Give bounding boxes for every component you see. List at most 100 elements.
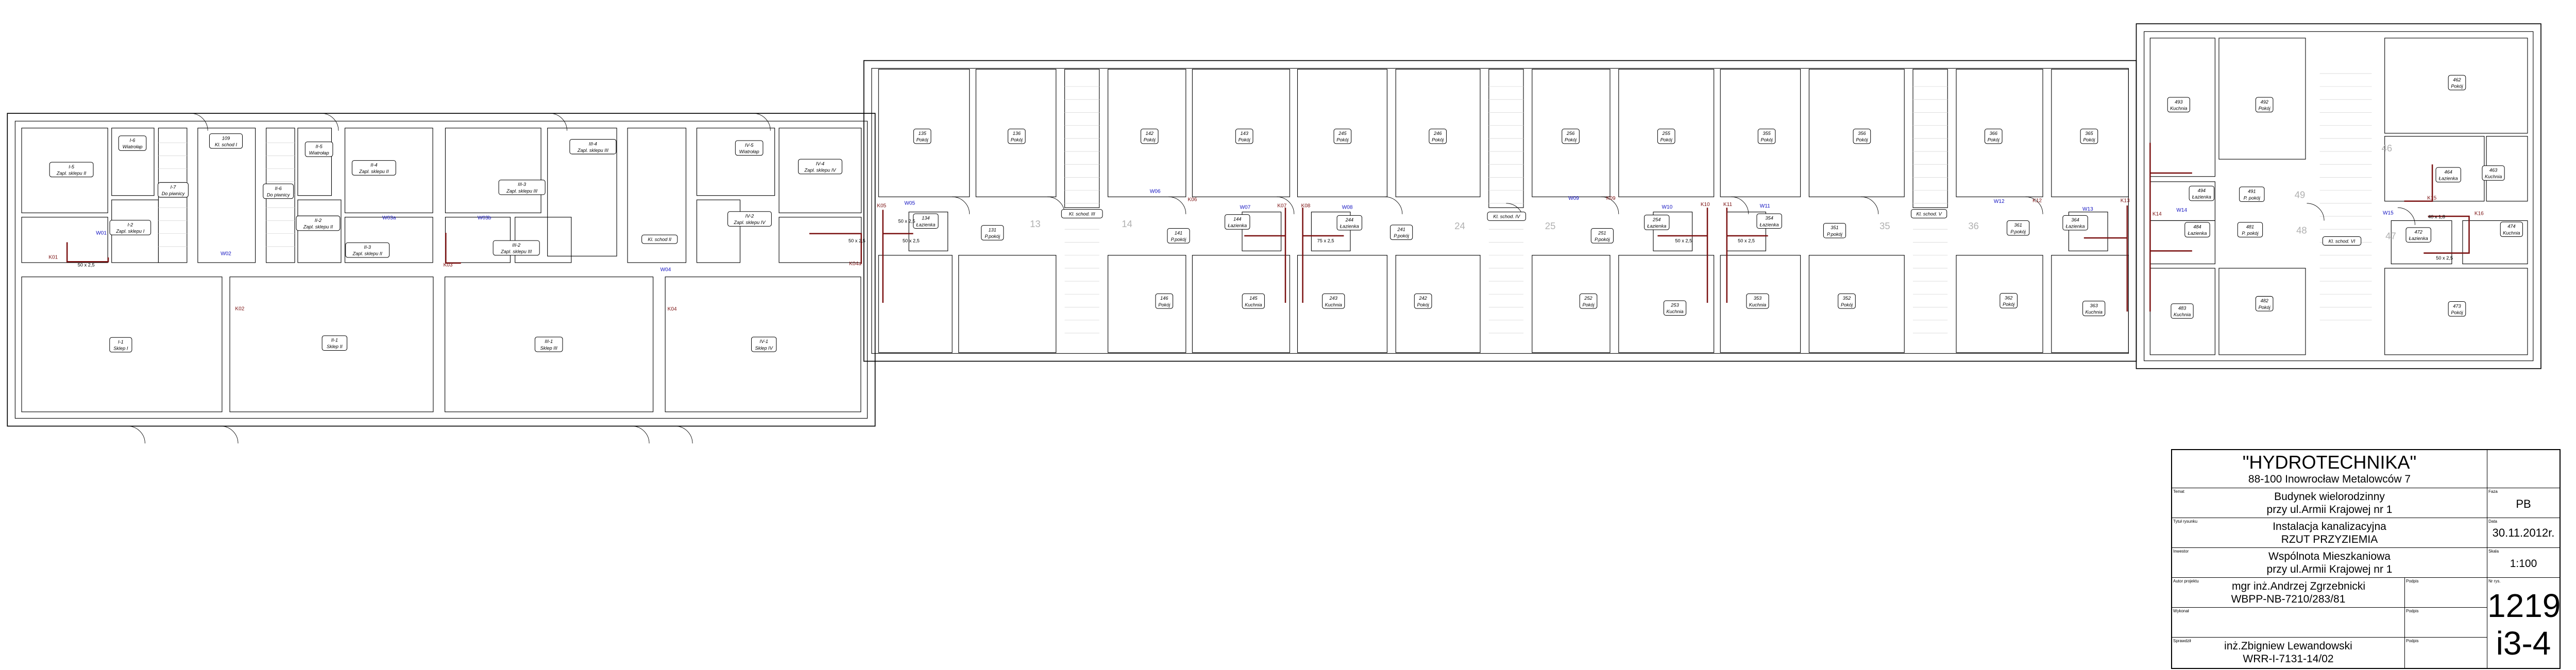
- room-name: Zapl. sklepu III: [500, 249, 532, 254]
- room-name: Pokój: [1239, 138, 1251, 143]
- room-name: Łazienka: [916, 222, 935, 227]
- room-number: II-6: [275, 186, 282, 191]
- room-number: 364: [2071, 217, 2079, 222]
- room-outline: [547, 128, 617, 256]
- sewer-pipe: [809, 233, 862, 264]
- water-point-label: W01: [96, 230, 107, 236]
- room-label-frame: [2080, 128, 2098, 144]
- room-number: III-2: [512, 243, 520, 248]
- room-outline: [1720, 255, 1801, 353]
- water-point-label: W04: [660, 267, 671, 273]
- door-swing: [321, 113, 339, 131]
- room-name: Sklep IV: [755, 346, 773, 351]
- left-block-outer-wall: [7, 113, 876, 427]
- room-outline: [1107, 68, 1187, 197]
- room-name: Pokój: [1158, 302, 1171, 307]
- room-label-frame: [2482, 165, 2505, 181]
- room-outline: [1720, 68, 1801, 197]
- water-point-label: W11: [1760, 203, 1770, 209]
- room-name: Kuchnia: [2170, 106, 2187, 111]
- room-name: Zapl. sklepu III: [577, 148, 608, 153]
- podpis-caption: Podpis: [2406, 579, 2419, 583]
- room-number: 246: [1433, 131, 1442, 136]
- room-name: P. pokój: [2244, 195, 2261, 200]
- temat-caption: Temat: [2173, 489, 2184, 494]
- room-label-frame: [1414, 293, 1432, 309]
- room-label-frame: [263, 183, 294, 199]
- water-point-label: W14: [2176, 208, 2187, 213]
- riser-label: K15: [2427, 195, 2436, 201]
- tytul-caption: Tytuł rysunku: [2173, 519, 2198, 524]
- room-name: Łazienka: [2188, 231, 2207, 236]
- inwestor-cell: Inwestor Wspólnota Mieszkaniowa przy ul.…: [2172, 548, 2487, 578]
- room-outline: [2218, 38, 2306, 160]
- room-number: 361: [2014, 222, 2022, 228]
- room-name: P.pokój: [1394, 233, 1410, 238]
- room-name: Kuchnia: [1666, 309, 1683, 314]
- room-name: Pokój: [1144, 138, 1156, 143]
- door-swing: [221, 426, 239, 444]
- room-name: Do piwnicy: [267, 192, 291, 197]
- room-number: 136: [1013, 131, 1021, 136]
- nr-caption: Nr rys.: [2488, 579, 2501, 583]
- room-outline: [696, 199, 741, 263]
- room-outline: [2462, 220, 2528, 264]
- room-outline: [778, 128, 862, 213]
- room-label-frame: [2062, 215, 2088, 231]
- room-name: Kuchnia: [2085, 310, 2102, 315]
- room-label-frame: [2189, 185, 2215, 201]
- room-outline: [344, 217, 433, 263]
- room-name: Kuchnia: [2485, 174, 2502, 179]
- water-point-label: W07: [1240, 205, 1250, 211]
- room-name: Pokój: [1856, 138, 1868, 143]
- room-label-frame: [2255, 97, 2274, 113]
- room-name: P.pokój: [1827, 232, 1843, 237]
- water-point-label: W02: [221, 251, 231, 257]
- door-swing: [753, 113, 771, 131]
- door-swing: [1168, 196, 1187, 214]
- title-block: "HYDROTECHNIKA" 88-100 Inowrocław Metalo…: [2171, 449, 2561, 669]
- room-label: Kl. schod II: [641, 234, 678, 244]
- room-label-frame: [1823, 222, 1846, 238]
- riser-label: K14: [2153, 211, 2162, 217]
- room-name: Łazienka: [2066, 224, 2085, 229]
- door-number: 35: [1879, 220, 1890, 231]
- room-number: 243: [1329, 296, 1337, 301]
- room-label-frame: [1644, 215, 1670, 230]
- room-outline: [445, 128, 541, 213]
- room-number: 493: [2175, 99, 2183, 105]
- room-outline: [1618, 68, 1715, 197]
- door-swing: [2025, 196, 2043, 214]
- room-name: Pokój: [2451, 84, 2463, 89]
- temat-line1: Budynek wielorodzinny: [2274, 491, 2385, 503]
- room-number: 473: [2453, 303, 2461, 308]
- room-name: Kl. schod. VI: [2329, 238, 2355, 244]
- room-number: 366: [1990, 131, 1998, 136]
- room-number: II-2: [315, 218, 321, 223]
- sewer-pipe: [2404, 164, 2433, 202]
- room-label: Kl. schod. V: [1911, 209, 1947, 218]
- room-label-frame: [1746, 293, 1769, 309]
- room-number: 464: [2444, 169, 2452, 175]
- autor-line2: WBPP-NB-7210/283/81: [2231, 593, 2346, 605]
- room-name: Zapl. sklepu II: [303, 225, 333, 230]
